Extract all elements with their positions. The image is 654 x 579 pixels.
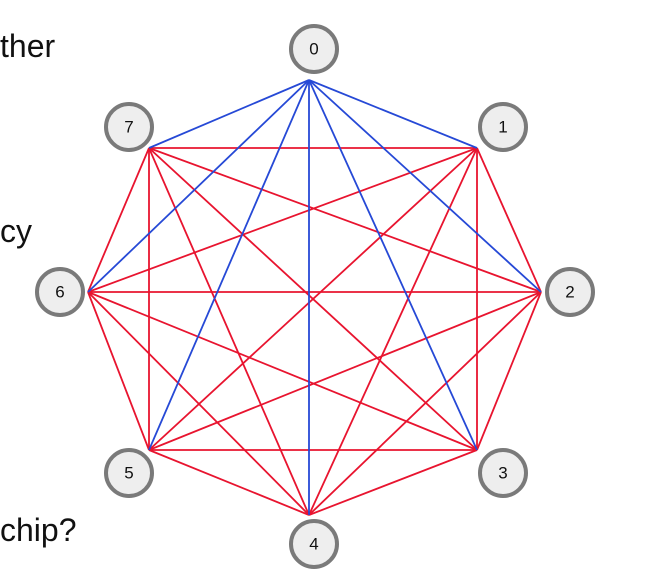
node-label-2: 2: [565, 283, 574, 302]
graph-edges: [87, 79, 542, 516]
graph-nodes: 0 1 2 3 4 5 6 7: [35, 24, 595, 569]
node-5: 5: [104, 448, 154, 498]
edge-red-2-4: [308, 291, 542, 516]
text-fragment-chip: chip?: [0, 512, 77, 548]
node-label-3: 3: [498, 464, 507, 483]
edge-red-3-6: [87, 291, 478, 451]
edge-blue-0-2: [308, 79, 542, 293]
node-label-5: 5: [124, 464, 133, 483]
node-3: 3: [478, 448, 528, 498]
edge-blue-0-5: [148, 79, 310, 451]
node-label-4: 4: [309, 535, 318, 554]
edge-red-5-6: [87, 291, 150, 451]
edge-red-3-7: [148, 147, 478, 451]
edge-red-1-6: [87, 147, 478, 293]
edge-red-2-3: [476, 291, 542, 451]
edge-red-4-5: [148, 449, 310, 516]
node-0: 0: [289, 24, 339, 74]
node-label-1: 1: [498, 118, 507, 137]
node-6: 6: [35, 267, 85, 317]
node-7: 7: [104, 102, 154, 152]
node-circle-3: [478, 448, 528, 498]
node-circle-5: [104, 448, 154, 498]
edge-red-1-2: [476, 147, 542, 293]
node-circle-1: [478, 102, 528, 152]
node-2: 2: [545, 267, 595, 317]
text-fragment-ther: ther: [0, 28, 56, 64]
edge-red-4-6: [87, 291, 310, 516]
edge-red-6-7: [87, 147, 150, 293]
node-circle-7: [104, 102, 154, 152]
node-circle-6: [35, 267, 85, 317]
edge-blue-0-3: [308, 79, 478, 451]
edge-blue-0-1: [308, 79, 478, 149]
edge-blue-0-6: [87, 79, 310, 293]
text-fragment-cy: cy: [0, 213, 32, 249]
node-label-0: 0: [309, 40, 318, 59]
node-label-7: 7: [124, 118, 133, 137]
node-circle-2: [545, 267, 595, 317]
edge-red-4-7: [148, 147, 310, 516]
node-1: 1: [478, 102, 528, 152]
edge-red-1-4: [308, 147, 478, 516]
node-label-6: 6: [55, 283, 64, 302]
edge-blue-0-7: [148, 79, 310, 149]
edge-red-3-4: [308, 449, 478, 516]
node-circle-0: [289, 24, 339, 74]
node-4: 4: [289, 519, 339, 569]
node-circle-4: [289, 519, 339, 569]
edge-red-2-5: [148, 291, 542, 451]
